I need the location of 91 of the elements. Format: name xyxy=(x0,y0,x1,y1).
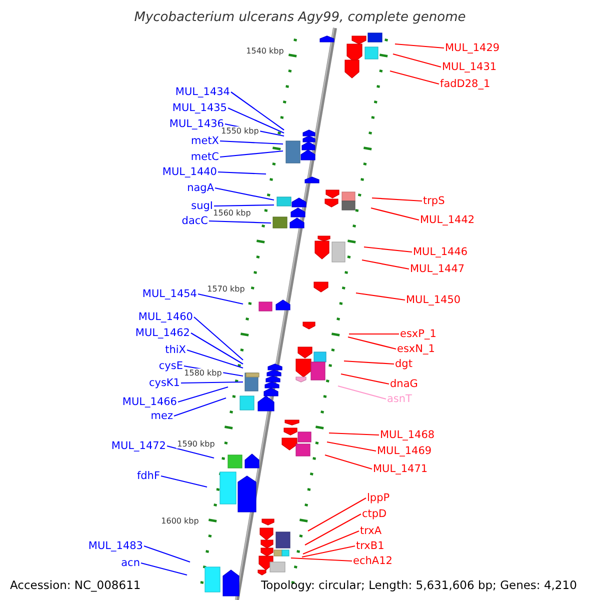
title: Mycobacterium ulcerans Agy99, complete genome xyxy=(133,10,467,25)
gene-label: MUL_1429 xyxy=(445,42,500,54)
leader-line xyxy=(326,441,376,452)
leader-line xyxy=(394,43,444,49)
gene-label: sugI xyxy=(191,200,213,212)
gene-label: MUL_1435 xyxy=(172,102,227,114)
position-label: 1550 kbp xyxy=(220,126,260,136)
leader-line xyxy=(220,140,284,145)
leader-line xyxy=(190,332,244,364)
leader-line xyxy=(290,557,352,562)
gene-label: echA12 xyxy=(353,555,392,567)
gene-label: MUL_1446 xyxy=(413,246,468,258)
leader-line xyxy=(390,70,440,85)
leader-line xyxy=(160,475,208,488)
gene-label: MUL_1460 xyxy=(138,311,193,323)
leader-line xyxy=(340,373,390,385)
gene-label: asnT xyxy=(387,393,412,405)
leader-line xyxy=(181,381,243,384)
gene-label: metX xyxy=(191,135,219,147)
gene-label: esxN_1 xyxy=(397,343,435,355)
leader-line xyxy=(328,432,380,436)
leader-line xyxy=(372,197,422,202)
info-text: Accession: NC_008611 xyxy=(10,578,141,592)
gene-label: fadD28_1 xyxy=(440,78,490,90)
gene-label: cysK1 xyxy=(148,377,180,389)
leader-line xyxy=(166,445,214,459)
leader-line xyxy=(140,562,188,576)
leader-line xyxy=(324,454,372,470)
leader-line xyxy=(218,171,266,175)
gene-label: MUL_1483 xyxy=(88,540,143,552)
leader-line xyxy=(194,316,244,360)
leader-line xyxy=(186,349,244,369)
leader-line xyxy=(174,397,226,417)
position-label: 1600 kbp xyxy=(160,516,200,526)
gene-label: lppP xyxy=(367,492,390,504)
leader-line xyxy=(349,333,399,335)
leader-line xyxy=(228,108,284,134)
gene-label: MUL_1442 xyxy=(420,214,475,226)
gene-label: MUL_1431 xyxy=(442,61,497,73)
gene-label: acn xyxy=(121,557,140,569)
leader-line xyxy=(208,220,272,224)
leader-line xyxy=(220,150,284,158)
gene-label: MUL_1434 xyxy=(175,86,230,98)
gene-label: metC xyxy=(190,151,219,163)
gene-label: thiX xyxy=(165,344,186,356)
leader-line xyxy=(392,53,442,68)
gene-label: ctpD xyxy=(362,508,387,520)
leader-line xyxy=(214,187,274,201)
gene-label: cysE xyxy=(158,360,183,372)
leader-line xyxy=(370,207,420,221)
gene-label: trxB1 xyxy=(356,540,384,552)
gene-label: trpS xyxy=(423,195,445,207)
gene-label: trxA xyxy=(360,525,382,537)
position-label: 1580 kbp xyxy=(183,368,223,378)
leader-line xyxy=(338,385,386,400)
leader-line xyxy=(304,514,362,546)
leader-line xyxy=(144,545,190,563)
gene-label: fdhF xyxy=(136,470,160,482)
leader-line xyxy=(364,246,412,253)
gene-label: MUL_1471 xyxy=(373,463,428,475)
leader-line xyxy=(362,259,410,270)
leader-line xyxy=(178,386,228,403)
gene-label: MUL_1454 xyxy=(142,288,197,300)
leader-line xyxy=(230,92,284,130)
leader-line xyxy=(356,292,406,301)
gene-label: MUL_1466 xyxy=(122,396,177,408)
gene-label: MUL_1468 xyxy=(380,429,435,441)
gene-label: dacC xyxy=(182,215,208,227)
leader-line xyxy=(214,204,274,207)
leader-line xyxy=(348,336,396,350)
position-label: 1570 kbp xyxy=(206,284,246,294)
leader-line xyxy=(198,293,244,305)
leader-line xyxy=(344,360,394,365)
position-label: 1590 kbp xyxy=(176,440,216,448)
leader-line xyxy=(302,530,360,554)
gene-label: MUL_1472 xyxy=(111,440,166,452)
gene-label: MUL_1462 xyxy=(135,327,190,339)
leader-line xyxy=(308,498,366,532)
leader-line xyxy=(302,545,356,558)
position-label: 1560 kbp xyxy=(212,208,252,218)
gene-label: esxP_1 xyxy=(400,328,436,340)
info-text: Topology: circular; Length: 5,631,606 bp; Genes: 4,210 xyxy=(261,578,577,592)
gene-label: nagA xyxy=(187,182,214,194)
gene-label: MUL_1469 xyxy=(377,445,432,457)
gene-label: dnaG xyxy=(390,378,418,390)
position-label: 1540 kbp xyxy=(245,46,285,56)
gene-label: MUL_1440 xyxy=(162,166,217,178)
gene-label: mez xyxy=(150,410,173,422)
gene-label: MUL_1450 xyxy=(406,294,461,306)
gene-label: dgt xyxy=(395,358,412,370)
gene-label: MUL_1447 xyxy=(410,263,465,275)
